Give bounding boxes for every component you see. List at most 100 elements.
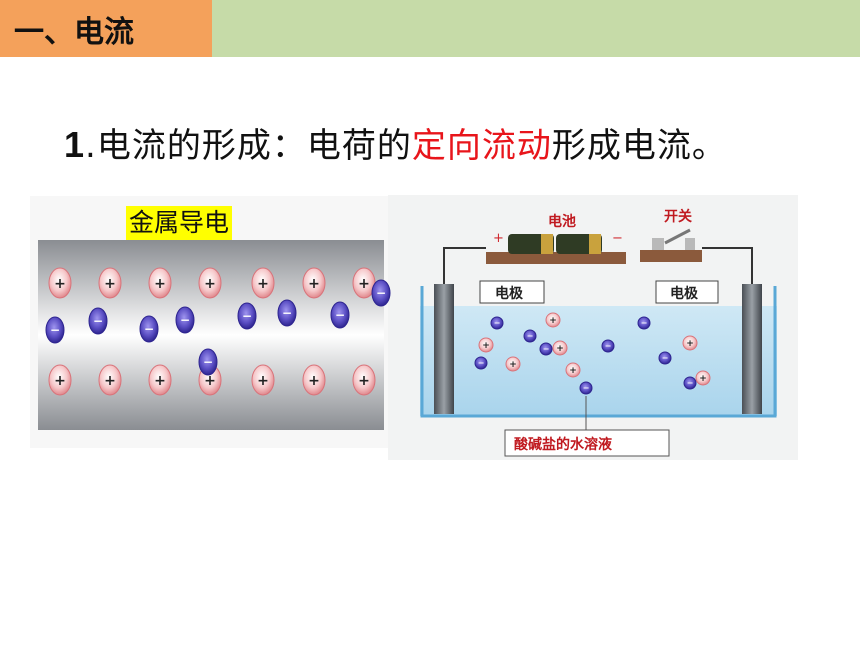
battery-board <box>486 250 702 264</box>
right-electrode <box>742 284 762 414</box>
svg-text:−: − <box>180 313 190 327</box>
negative-ion-icon: − <box>579 381 593 395</box>
positive-ion-icon: + <box>98 267 122 299</box>
positive-ion-icon: + <box>352 267 376 299</box>
svg-text:+: + <box>569 366 577 376</box>
positive-ion-icon: + <box>302 267 326 299</box>
svg-text:−: − <box>282 306 292 320</box>
positive-ion-icon: + <box>251 267 275 299</box>
positive-ion-icon: + <box>148 364 172 396</box>
svg-text:−: − <box>376 286 386 300</box>
positive-ion-icon: + <box>545 312 561 328</box>
negative-ion-icon: − <box>277 299 297 327</box>
negative-ion-icon: − <box>683 376 697 390</box>
svg-text:−: − <box>93 314 103 328</box>
svg-text:+: + <box>154 276 166 292</box>
metal-ions: ++++++++++++++−−−−−−−−− <box>45 267 391 396</box>
left-electrode <box>434 284 454 414</box>
negative-ion-icon: − <box>330 301 350 329</box>
battery-plus-sign: + <box>493 231 504 246</box>
positive-ion-icon: + <box>302 364 326 396</box>
metal-conduction-label: 金属导电 <box>126 206 233 240</box>
negative-ion-icon: − <box>45 316 65 344</box>
positive-ion-icon: + <box>565 362 581 378</box>
battery-label: 电池 <box>548 213 576 230</box>
svg-text:−: − <box>605 342 612 351</box>
svg-text:+: + <box>308 276 320 292</box>
switch-label: 开关 <box>664 208 692 225</box>
svg-text:+: + <box>104 276 116 292</box>
battery-icon <box>508 234 602 254</box>
svg-text:+: + <box>482 341 490 351</box>
circuit-wires <box>443 247 753 288</box>
solution-label-box <box>504 429 670 457</box>
svg-text:−: − <box>527 332 534 341</box>
svg-text:+: + <box>686 339 694 349</box>
positive-ion-icon: + <box>48 267 72 299</box>
svg-text:+: + <box>556 344 564 354</box>
svg-text:+: + <box>54 373 66 389</box>
svg-text:+: + <box>509 360 517 370</box>
heading-number: 1 <box>64 124 86 165</box>
positive-ion-icon: + <box>148 267 172 299</box>
positive-ion-icon: + <box>552 340 568 356</box>
svg-text:−: − <box>583 384 590 393</box>
positive-ion-icon: + <box>48 364 72 396</box>
svg-text:−: − <box>662 354 669 363</box>
svg-text:−: − <box>50 323 60 337</box>
negative-ion-icon: − <box>539 342 553 356</box>
slide-heading: 1.电流的形成：电荷的定向流动形成电流。 <box>64 118 727 167</box>
positive-ion-icon: + <box>478 337 494 353</box>
svg-text:−: − <box>335 308 345 322</box>
negative-ion-icon: − <box>139 315 159 343</box>
negative-ion-icon: − <box>175 306 195 334</box>
solution-ions: +++++++−−−−−−−−− <box>474 312 711 395</box>
positive-ion-icon: + <box>198 267 222 299</box>
solution-tank <box>420 286 777 418</box>
heading-highlight: 定向流动 <box>411 126 552 166</box>
negative-ion-icon: − <box>237 302 257 330</box>
svg-text:−: − <box>687 379 694 388</box>
svg-text:+: + <box>358 276 370 292</box>
svg-text:−: − <box>242 309 252 323</box>
electrode-label-left: 电极 <box>495 285 524 302</box>
negative-ion-icon: − <box>371 279 391 307</box>
negative-ion-icon: − <box>474 356 488 370</box>
svg-text:+: + <box>54 276 66 292</box>
positive-ion-icon: + <box>98 364 122 396</box>
positive-ion-icon: + <box>682 335 698 351</box>
negative-ion-icon: − <box>198 348 218 376</box>
svg-text:+: + <box>154 373 166 389</box>
electrode-label-right: 电极 <box>670 285 699 302</box>
svg-text:−: − <box>494 319 501 328</box>
svg-text:+: + <box>204 276 216 292</box>
svg-text:+: + <box>358 373 370 389</box>
negative-ion-icon: − <box>658 351 672 365</box>
positive-ion-icon: + <box>695 370 711 386</box>
heading-suffix: 形成电流。 <box>551 126 727 166</box>
svg-text:+: + <box>549 316 557 326</box>
negative-ion-icon: − <box>88 307 108 335</box>
negative-ion-icon: − <box>637 316 651 330</box>
svg-text:+: + <box>699 374 707 384</box>
svg-text:−: − <box>478 359 485 368</box>
electrode-label-left-box <box>479 280 545 304</box>
positive-ion-icon: + <box>352 364 376 396</box>
svg-text:+: + <box>308 373 320 389</box>
svg-text:−: − <box>203 355 213 369</box>
electrode-label-right-box <box>655 280 719 304</box>
heading-prefix: .电流的形成：电荷的 <box>85 126 412 166</box>
battery-minus-sign: − <box>612 231 623 246</box>
svg-text:+: + <box>204 373 216 389</box>
solution-label: 酸碱盐的水溶液 <box>514 436 613 453</box>
negative-ion-icon: − <box>601 339 615 353</box>
positive-ion-icon: + <box>251 364 275 396</box>
section-title: 一、电流 <box>0 0 212 57</box>
svg-text:−: − <box>543 345 550 354</box>
svg-text:+: + <box>257 276 269 292</box>
svg-text:−: − <box>641 319 648 328</box>
positive-ion-icon: + <box>505 356 521 372</box>
svg-text:−: − <box>144 322 154 336</box>
svg-text:+: + <box>104 373 116 389</box>
